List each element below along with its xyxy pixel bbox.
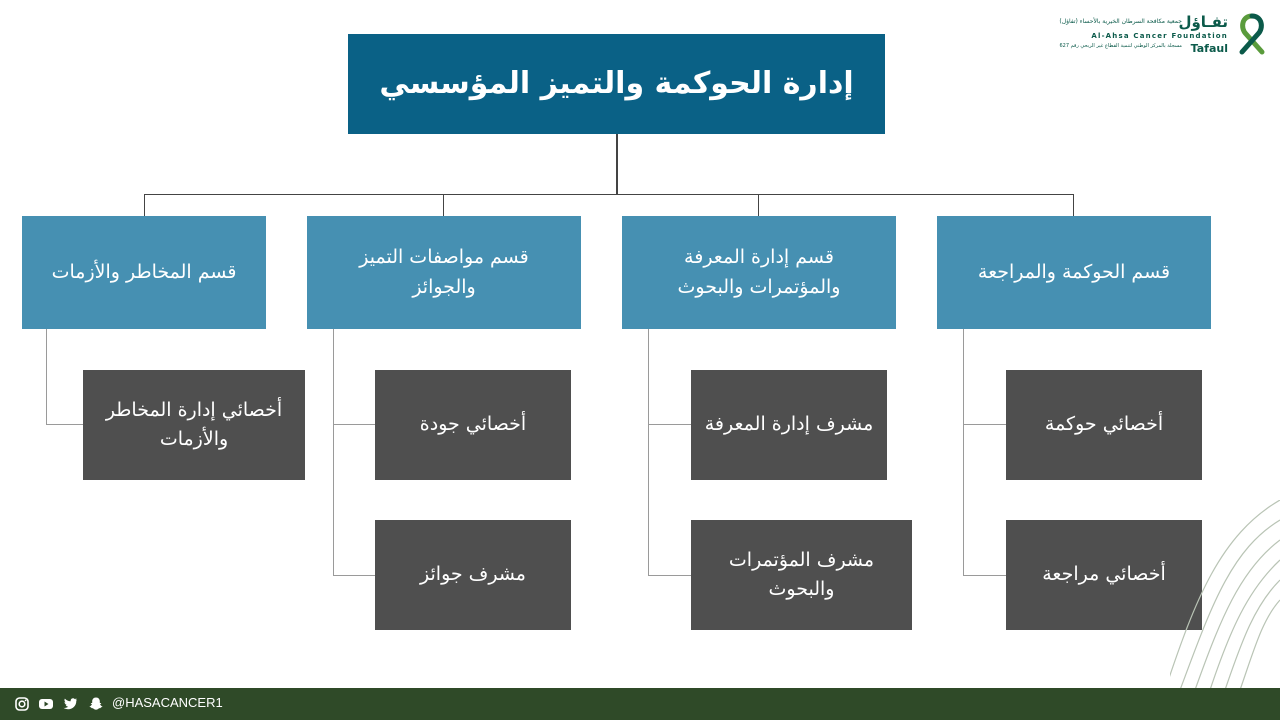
role-box: مشرف جوائز [375, 520, 571, 630]
role-label: أخصائي حوكمة [1044, 413, 1164, 436]
department-label: قسم إدارة المعرفة والمؤتمرات والبحوث [677, 246, 841, 298]
logo-brand: Tafaul [1190, 42, 1228, 55]
connector-d2-r1 [648, 424, 691, 425]
role-label: مشرف إدارة المعرفة [704, 413, 874, 436]
department-label: قسم المخاطر والأزمات [51, 260, 237, 283]
logo-subtitle-ar: جمعية مكافحة السرطان الخيرية بالأحساء (ت… [1059, 18, 1182, 25]
decorative-curves [1170, 500, 1280, 690]
role-label: أخصائي جودة [419, 413, 527, 436]
role-box: أخصائي مراجعة [1006, 520, 1202, 630]
connector-dept-2 [758, 194, 759, 216]
connector-d1-r1 [963, 424, 1006, 425]
connector-dept-4 [144, 194, 145, 216]
role-label: مشرف المؤتمرات والبحوث [728, 548, 875, 600]
role-label: أخصائي مراجعة [1042, 563, 1166, 586]
role-box: أخصائي حوكمة [1006, 370, 1202, 480]
connector-dept-1 [1073, 194, 1074, 216]
logo-name-ar: تفـاؤل [1178, 13, 1228, 31]
role-box: مشرف إدارة المعرفة [691, 370, 887, 480]
logo-name-en: Al-Ahsa Cancer Foundation [1091, 32, 1228, 40]
role-box: أخصائي إدارة المخاطر والأزمات [83, 370, 305, 480]
role-box: أخصائي جودة [375, 370, 571, 480]
connector-d4-vertical [46, 328, 47, 425]
footer-bar: @HASACANCER1 [0, 688, 1280, 720]
logo: تفـاؤل جمعية مكافحة السرطان الخيرية بالأ… [1059, 10, 1272, 58]
connector-d1-r2 [963, 575, 1006, 576]
department-label: قسم مواصفات التميز والجوائز [359, 246, 529, 298]
twitter-icon[interactable] [62, 696, 78, 712]
role-label: أخصائي إدارة المخاطر والأزمات [105, 398, 283, 450]
connector-d4-r1 [46, 424, 83, 425]
top-management-title: إدارة الحوكمة والتميز المؤسسي [379, 65, 854, 101]
ribbon-logo-icon [1239, 13, 1265, 55]
connector-d3-r2 [333, 575, 375, 576]
connector-d2-vertical [648, 328, 649, 576]
connector-horizontal-bus [144, 194, 1074, 195]
connector-top-vertical [616, 134, 618, 195]
department-label: قسم الحوكمة والمراجعة [977, 260, 1171, 283]
role-label: مشرف جوائز [420, 563, 526, 586]
connector-dept-3 [443, 194, 444, 216]
connector-d1-vertical [963, 328, 964, 576]
department-box-knowledge: قسم إدارة المعرفة والمؤتمرات والبحوث [622, 216, 896, 329]
connector-d3-vertical [333, 328, 334, 576]
instagram-icon[interactable] [14, 696, 30, 712]
logo-registration-ar: مسجلة بالمركز الوطني لتنمية القطاع غير ا… [1059, 43, 1183, 49]
youtube-icon[interactable] [38, 696, 54, 712]
department-box-governance: قسم الحوكمة والمراجعة [937, 216, 1211, 329]
role-box: مشرف المؤتمرات والبحوث [691, 520, 912, 630]
department-box-risk: قسم المخاطر والأزمات [22, 216, 266, 329]
department-box-excellence: قسم مواصفات التميز والجوائز [307, 216, 581, 329]
top-management-box: إدارة الحوكمة والتميز المؤسسي [348, 34, 885, 134]
connector-d2-r2 [648, 575, 691, 576]
snapchat-icon[interactable] [88, 696, 104, 712]
social-handle[interactable]: @HASACANCER1 [112, 695, 223, 710]
connector-d3-r1 [333, 424, 375, 425]
